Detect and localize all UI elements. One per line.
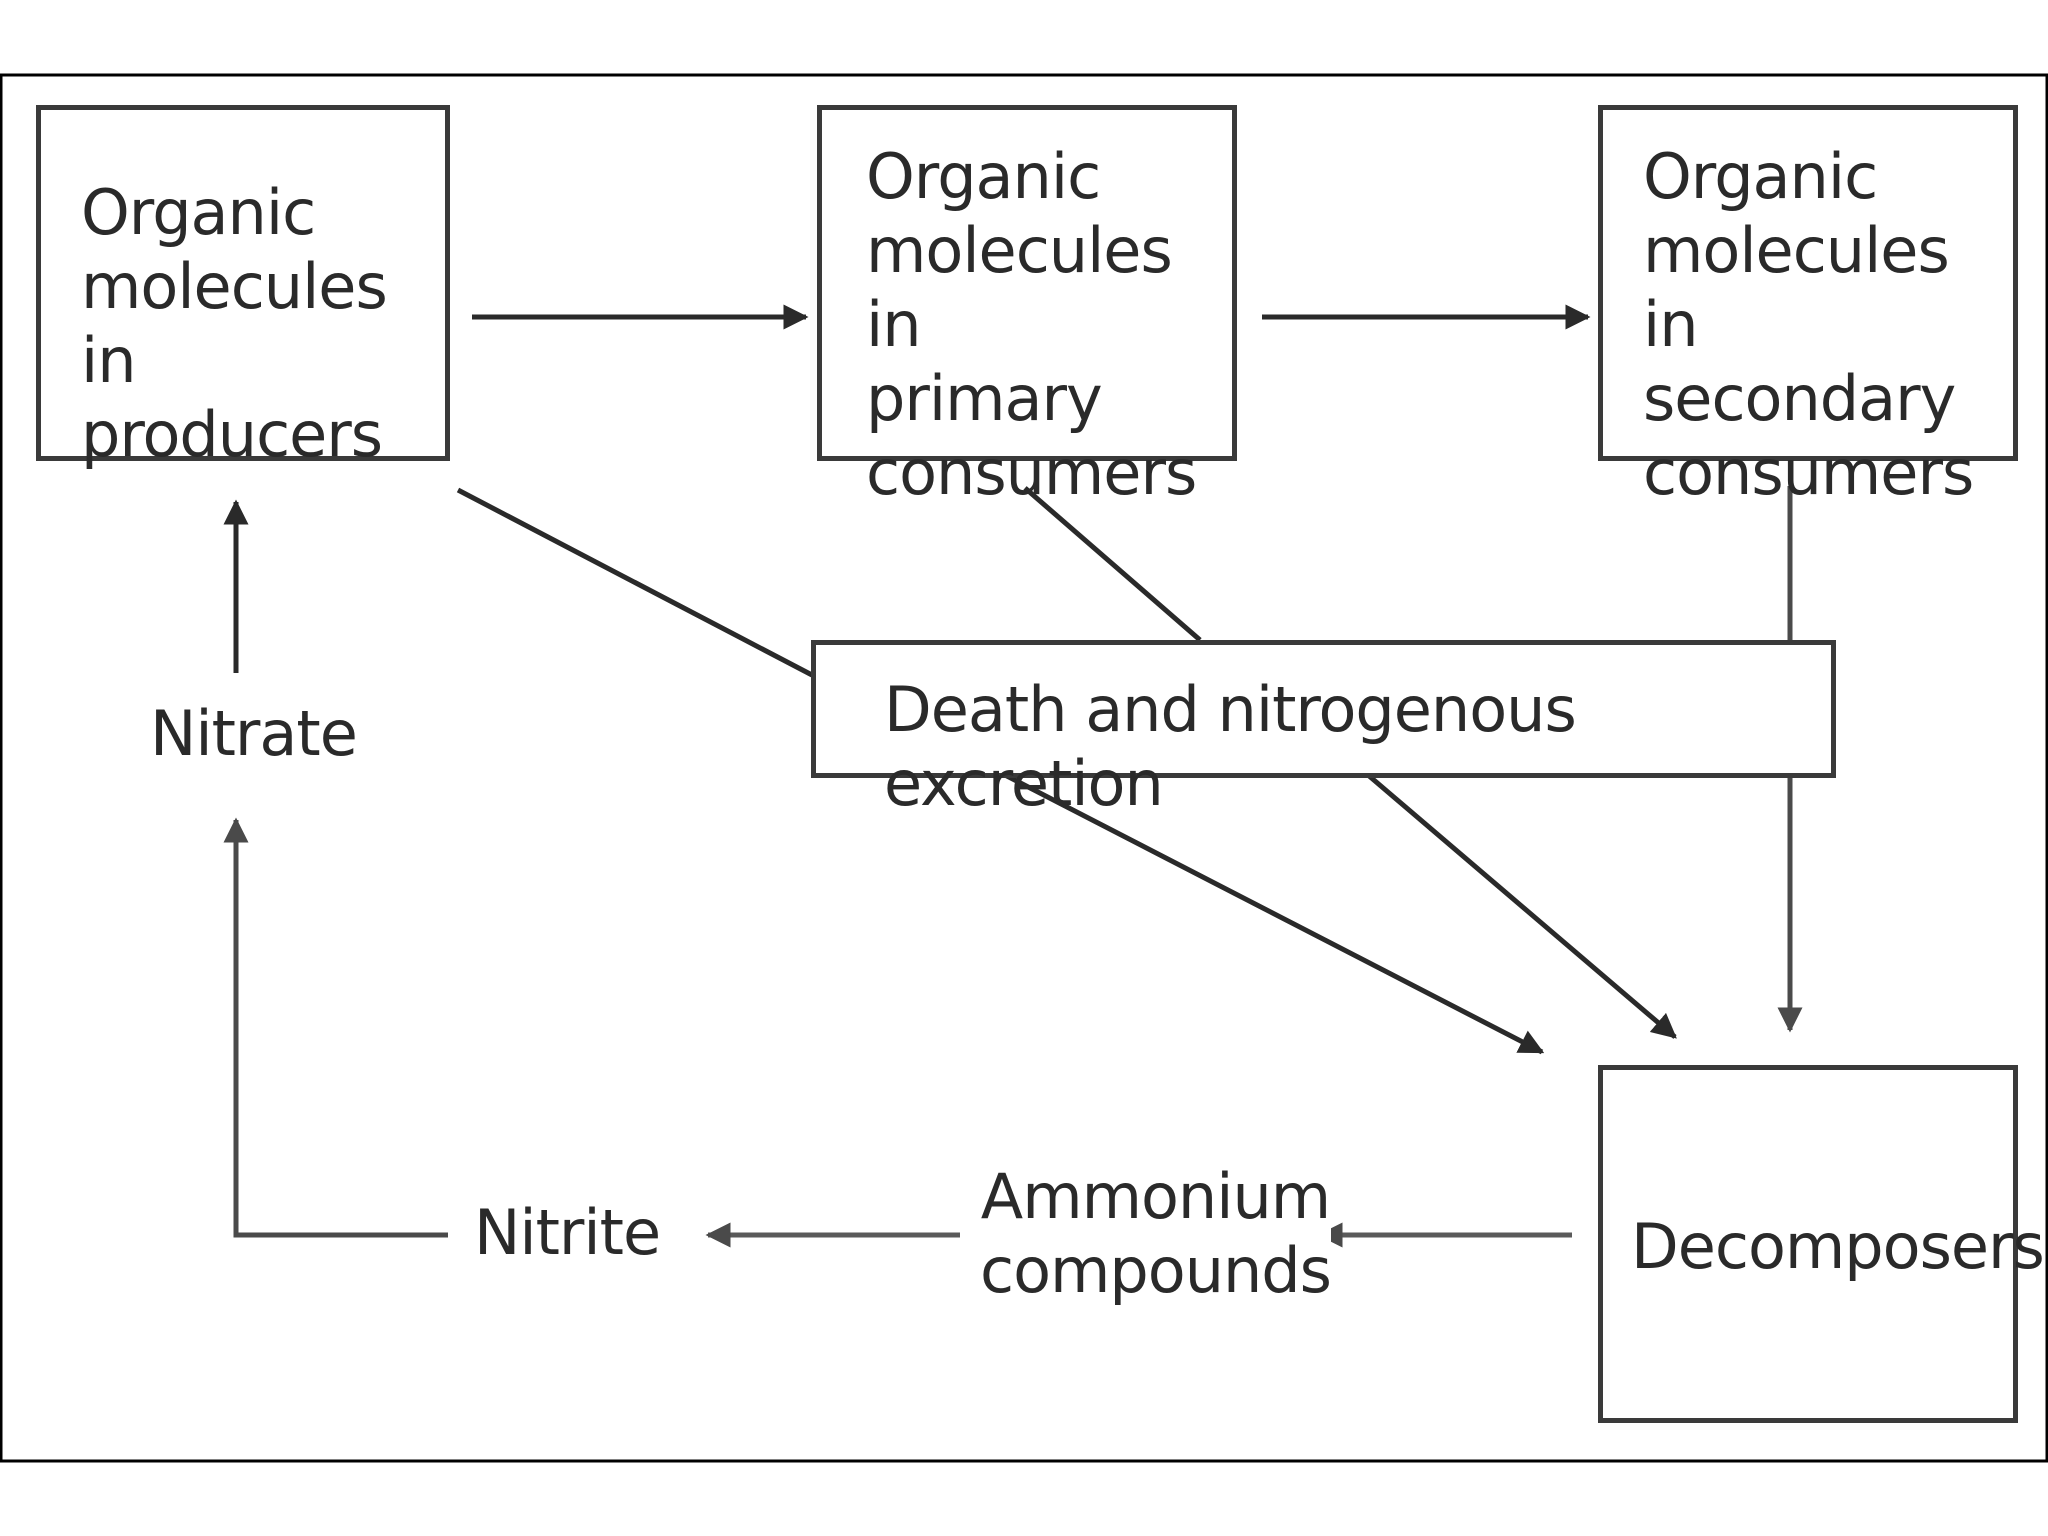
death-excretion-box: Death and nitrogenous excretion	[811, 640, 1836, 820]
secondary-consumers-box: Organic molecules in secondary consumers	[1598, 105, 2018, 509]
secondary-consumers-label: Organic molecules in secondary consumers	[1643, 140, 1974, 509]
nitrate-label: Nitrate	[150, 697, 358, 771]
nitrite-label: Nitrite	[474, 1196, 661, 1270]
line-primary-to-death	[1023, 486, 1202, 642]
primary-consumers-box: Organic molecules in primary consumers	[817, 105, 1237, 509]
line-producers-to-death	[456, 487, 814, 678]
arrow-death-to-decomposers-2	[1366, 773, 1677, 1039]
primary-consumers-label: Organic molecules in primary consumers	[866, 140, 1197, 509]
producers-label: Organic molecules in producers	[81, 176, 388, 471]
arrow-nitrite-to-nitrate	[223, 817, 448, 1238]
death-excretion-label: Death and nitrogenous excretion	[884, 673, 1577, 820]
decomposers-label: Decomposers	[1631, 1210, 2045, 1283]
arrow-death-to-decomposers-1	[1003, 772, 1545, 1055]
ammonium-compounds-label: Ammonium compounds	[980, 1160, 1332, 1308]
decomposers-box: Decomposers	[1598, 1065, 2045, 1423]
producers-box: Organic molecules in producers	[36, 105, 450, 471]
diagram-frame	[0, 73, 2048, 1463]
